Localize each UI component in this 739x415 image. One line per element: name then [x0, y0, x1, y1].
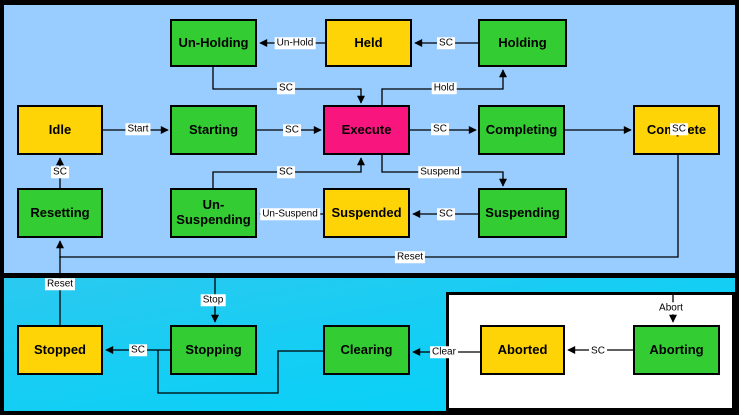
transition-label-sc-aborting-aborted: SC: [589, 345, 607, 357]
transition-label-un-hold: Un-Hold: [274, 37, 316, 49]
transition-label-abort: Abort: [657, 302, 685, 314]
state-aborted: Aborted: [480, 325, 565, 375]
transition-label-sc-resetting-idle: SC: [51, 166, 69, 178]
transition-label-sc-stopping-stopped: SC: [129, 344, 147, 356]
transition-label-sc-unsuspending-execute: SC: [277, 166, 295, 178]
transition-label-un-suspend: Un-Suspend: [260, 208, 320, 220]
state-un-holding: Un-Holding: [170, 19, 257, 67]
state-starting: Starting: [170, 105, 257, 155]
state-stopping: Stopping: [170, 325, 257, 375]
state-suspended: Suspended: [323, 188, 410, 238]
transition-label-stop: Stop: [200, 294, 226, 306]
transition-label-sc-holding-held: SC: [437, 37, 455, 49]
transition-label-sc-suspending-suspended: SC: [437, 208, 455, 220]
state-aborting: Aborting: [633, 325, 720, 375]
transition-label-sc-completing-complete: SC: [670, 123, 688, 135]
state-clearing: Clearing: [323, 325, 410, 375]
transition-label-sc-starting-execute: SC: [283, 124, 301, 136]
state-resetting: Resetting: [17, 188, 103, 238]
transition-label-hold: Hold: [431, 82, 457, 94]
transition-label-sc-execute-completing: SC: [431, 123, 449, 135]
state-stopped: Stopped: [17, 325, 103, 375]
state-completing: Completing: [478, 105, 565, 155]
transition-label-sc-unholding-execute: SC: [277, 82, 295, 94]
transition-label-start: Start: [125, 123, 151, 135]
state-idle: Idle: [17, 105, 103, 155]
transition-label-reset-complete: Reset: [394, 251, 426, 263]
state-un-suspending: Un-Suspending: [170, 188, 257, 238]
transition-label-clear: Clear: [430, 346, 458, 358]
state-suspending: Suspending: [478, 188, 567, 238]
state-execute: Execute: [323, 105, 410, 155]
state-holding: Holding: [478, 19, 567, 67]
transition-label-reset-stopped: Reset: [44, 278, 76, 290]
state-held: Held: [325, 19, 412, 67]
transition-label-suspend: Suspend: [418, 166, 462, 178]
